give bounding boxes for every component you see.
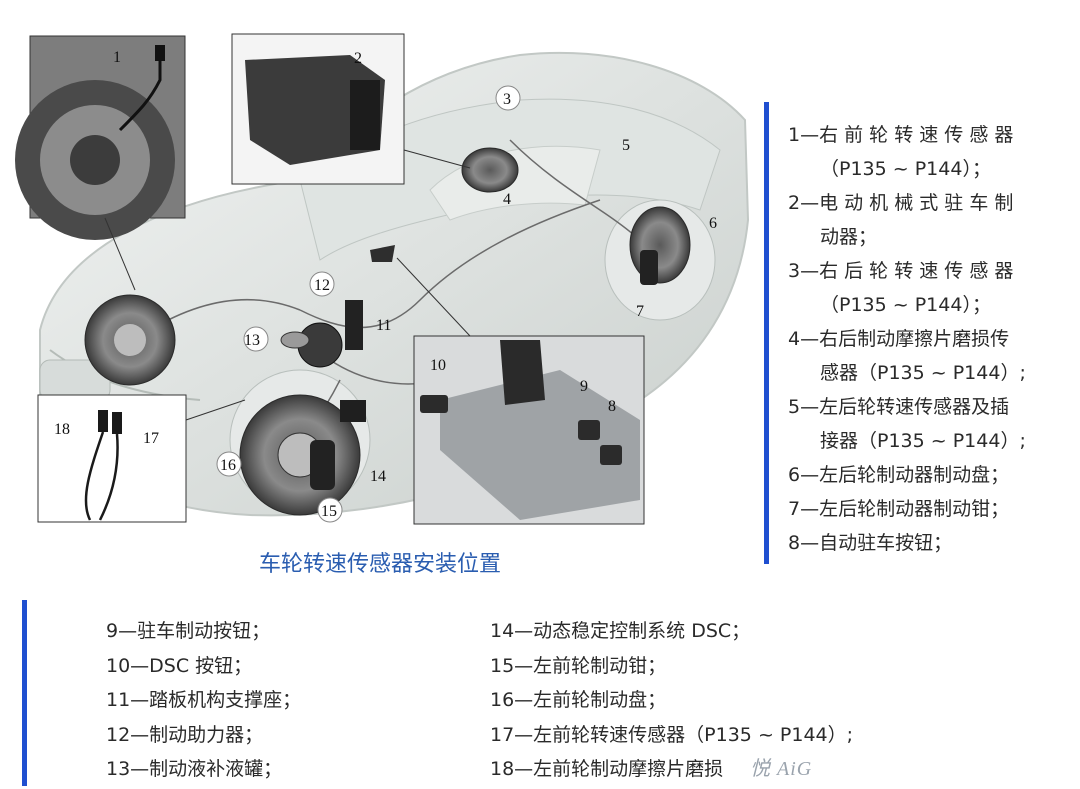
- legend-line: 5—左后轮转速传感器及插: [788, 396, 1010, 418]
- legend-line: 感器（P135 ~ P144）;: [820, 362, 1026, 384]
- callout-16: 16: [220, 457, 236, 474]
- watermark: 悦 AiG: [750, 758, 813, 780]
- callout-10: 10: [430, 357, 446, 374]
- diagram-caption: 车轮转速传感器安装位置: [258, 552, 501, 577]
- inset-front-wheel-sensor: [15, 35, 186, 291]
- callout-5: 5: [622, 137, 630, 154]
- callout-8: 8: [608, 398, 616, 415]
- callout-labels: 1 2 3 4 5 6 7 8 9 10 11 12 13 14 15 16 1…: [54, 49, 717, 520]
- callout-7: 7: [636, 303, 644, 320]
- legend-line: 3—右 后 轮 转 速 传 感 器: [788, 260, 1014, 282]
- legend-line: 14—动态稳定控制系统 DSC；: [490, 620, 751, 642]
- legend-line: 18—左前轮制动摩擦片磨损: [490, 758, 724, 780]
- inset-center-console: [396, 257, 645, 525]
- legend-bottom-left: 9—驻车制动按钮； 10—DSC 按钮； 11—踏板机构支撑座； 12—制动助力…: [106, 614, 301, 787]
- legend-line: 6—左后轮制动器制动盘；: [788, 464, 1010, 486]
- callout-9: 9: [580, 378, 588, 395]
- legend-bottom-right: 14—动态稳定控制系统 DSC； 15—左前轮制动钳； 16—左前轮制动盘； 1…: [490, 614, 853, 787]
- legend-line: （P135 ~ P144）；: [820, 294, 991, 316]
- legend-line: 动器；: [820, 226, 878, 248]
- legend-line: 9—驻车制动按钮；: [106, 620, 271, 642]
- legend-line: 8—自动驻车按钮；: [788, 532, 953, 554]
- dsc-unit: [340, 400, 366, 422]
- rear-right-brake-disc: [461, 147, 519, 193]
- front-left-brake-disc: [239, 394, 361, 516]
- legend-line: 16—左前轮制动盘；: [490, 689, 667, 711]
- callout-6: 6: [709, 215, 717, 232]
- callout-4: 4: [503, 191, 511, 208]
- front-right-brake-disc: [84, 294, 176, 386]
- rear-left-brake-disc: [629, 206, 691, 285]
- callout-18: 18: [54, 421, 70, 438]
- legend-line: 接器（P135 ~ P144）;: [820, 430, 1026, 452]
- callout-17: 17: [143, 430, 159, 447]
- center-console-switch: [370, 245, 395, 262]
- legend-line: 12—制动助力器；: [106, 723, 264, 746]
- legend-line: 10—DSC 按钮；: [106, 654, 253, 677]
- callout-3: 3: [503, 91, 511, 108]
- legend-line: 17—左前轮转速传感器（P135 ~ P144）;: [490, 723, 854, 746]
- right-legend-bar: [764, 102, 769, 564]
- legend-line: 2—电 动 机 械 式 驻 车 制: [788, 192, 1014, 214]
- bottom-legend-bar: [22, 600, 27, 786]
- legend-line: 4—右后制动摩擦片磨损传: [788, 328, 1010, 350]
- legend-line: 15—左前轮制动钳；: [490, 654, 667, 677]
- legend-line: 1—右 前 轮 转 速 传 感 器: [788, 124, 1014, 146]
- legend-right: 1—右 前 轮 转 速 传 感 器 （P135 ~ P144）； 2—电 动 机…: [788, 118, 1068, 560]
- legend-line: 11—踏板机构支撑座；: [106, 689, 302, 711]
- callout-14: 14: [370, 468, 386, 485]
- callout-2: 2: [354, 50, 362, 67]
- brake-booster: [280, 300, 363, 368]
- legend-line: 7—左后轮制动器制动钳；: [788, 498, 1010, 520]
- car-brake-diagram: 1 2 3 4 5 6 7 8 9 10 11 12 13 14 15 16 1…: [15, 33, 750, 525]
- callout-12: 12: [314, 277, 330, 294]
- legend-line: （P135 ~ P144）；: [820, 158, 991, 180]
- callout-1: 1: [113, 49, 121, 66]
- callout-markers: [216, 85, 521, 523]
- callout-13: 13: [244, 332, 260, 349]
- inset-parking-brake-caliper: [231, 33, 471, 185]
- callout-15: 15: [321, 503, 337, 520]
- inset-front-left-sensors: [37, 394, 246, 523]
- callout-11: 11: [376, 317, 391, 334]
- legend-line: 13—制动液补液罐；: [106, 758, 283, 780]
